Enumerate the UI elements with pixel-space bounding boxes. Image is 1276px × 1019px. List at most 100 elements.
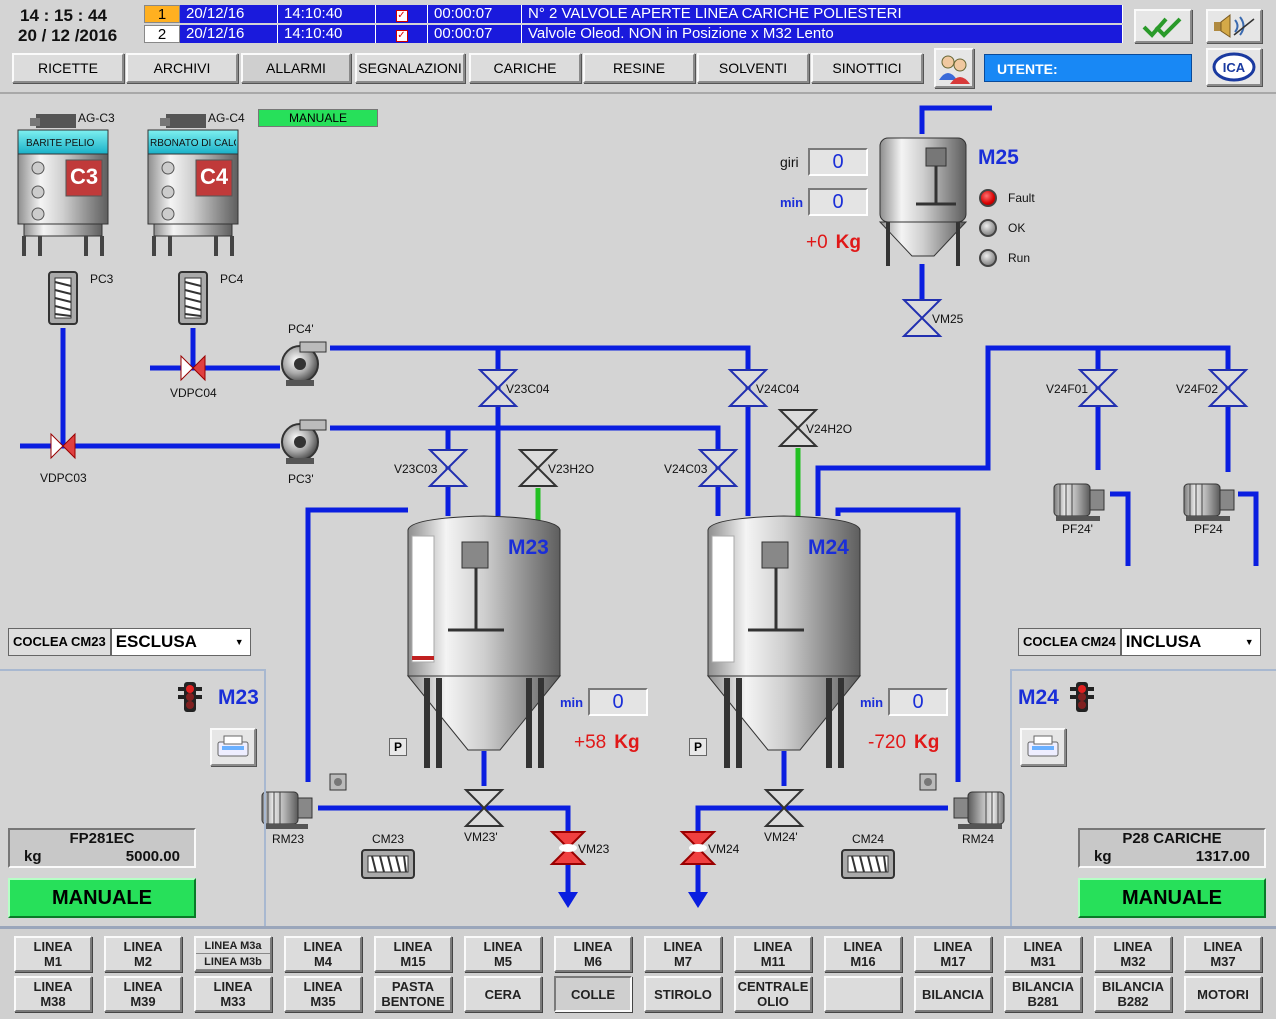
silo-c3-tag: C3	[69, 164, 99, 189]
line-button-cera[interactable]: CERA	[464, 976, 542, 1012]
acknowledge-all-button[interactable]	[1134, 9, 1192, 43]
line-button-bilancia[interactable]: BILANCIA	[914, 976, 992, 1012]
coclea-cm24-value[interactable]: INCLUSA▼	[1120, 628, 1261, 656]
silo-c3[interactable]	[17, 114, 109, 256]
line-button-text: BENTONE	[381, 994, 445, 1009]
line-button-text: LINEA	[483, 939, 523, 954]
line-button-text: LINEA	[933, 939, 973, 954]
valve-vdpc04[interactable]	[180, 354, 206, 382]
ica-logo-icon: ICA	[1212, 52, 1256, 82]
coclea-cm23-value-text: ESCLUSA	[115, 632, 197, 651]
user-field[interactable]: UTENTE:	[984, 54, 1192, 82]
coclea-cm23-select[interactable]: COCLEA CM23 ESCLUSA ▼	[8, 628, 251, 656]
valve-v24h2o[interactable]	[777, 409, 819, 447]
alarm-list[interactable]: 1 20/12/16 14:10:40 ✓ 00:00:07 N° 2 VALV…	[144, 5, 1123, 45]
tank-m23[interactable]	[406, 515, 562, 768]
valve-v23h2o[interactable]	[517, 449, 559, 487]
line-button-text: BILANCIA	[1101, 979, 1165, 994]
coclea-cm23-value[interactable]: ESCLUSA ▼	[110, 628, 251, 656]
m25-ok-indicator	[979, 219, 997, 237]
line-button-part[interactable]: LINEA M3a	[196, 938, 270, 954]
silo-c4-tag: C4	[199, 164, 229, 189]
valve-vm24p[interactable]	[763, 789, 805, 827]
valve-vm23[interactable]	[549, 831, 587, 865]
silence-alarm-button[interactable]	[1206, 9, 1262, 43]
silo-c4-material: RBONATO DI CALC	[150, 138, 236, 149]
m23-min-value[interactable]: 0	[588, 688, 648, 716]
nav-archivi-button[interactable]: ARCHIVI	[126, 53, 238, 83]
users-button[interactable]	[934, 48, 974, 88]
manual-mode-indicator[interactable]: MANUALE	[258, 109, 378, 127]
valve-vm24[interactable]	[679, 831, 717, 865]
alarm-row[interactable]: 1 20/12/16 14:10:40 ✓ 00:00:07 N° 2 VALV…	[144, 5, 1123, 23]
tank-m25[interactable]	[878, 137, 968, 266]
header: 14 : 15 : 44 20 / 12 /2016 1 20/12/16 14…	[0, 0, 1276, 94]
alarm-ack-checkbox[interactable]: ✓	[376, 25, 428, 43]
alarm-row[interactable]: 2 20/12/16 14:10:40 ✓ 00:00:07 Valvole O…	[144, 25, 1123, 43]
m23-p-button[interactable]: P	[389, 738, 407, 756]
line-button-colle[interactable]: COLLE	[554, 976, 632, 1012]
m23-print-button[interactable]	[210, 728, 256, 766]
silo-c4[interactable]	[147, 114, 239, 256]
line-button-text: M15	[400, 954, 426, 969]
m24-p-button[interactable]: P	[689, 738, 707, 756]
line-button-part[interactable]: LINEA M3b	[196, 954, 270, 970]
m24-min-value[interactable]: 0	[888, 688, 948, 716]
valve-vm23p[interactable]	[463, 789, 505, 827]
nav-sinottici-button[interactable]: SINOTTICI	[811, 53, 923, 83]
coclea-cm24-select[interactable]: COCLEA CM24 INCLUSA▼	[1018, 628, 1261, 656]
m24-product-name: P28 CARICHE	[1122, 830, 1222, 847]
company-logo-button[interactable]: ICA	[1206, 48, 1262, 86]
nav-solventi-button[interactable]: SOLVENTI	[697, 53, 809, 83]
line-button-empty[interactable]	[824, 976, 902, 1012]
nav-resine-button[interactable]: RESINE	[583, 53, 695, 83]
line-button-text: LINEA	[213, 979, 253, 994]
m24-print-button[interactable]	[1020, 728, 1066, 766]
valve-vdpc03[interactable]	[50, 432, 76, 460]
traffic-light-icon	[178, 682, 202, 712]
pump-pf24-icon	[1183, 483, 1235, 522]
line-button-motori[interactable]: MOTORI	[1184, 976, 1262, 1012]
line-selector-panel	[0, 926, 1276, 1019]
nav-segnalazioni-button[interactable]: SEGNALAZIONI	[355, 53, 465, 83]
nav-cariche-button[interactable]: CARICHE	[469, 53, 581, 83]
alarm-ack-checkbox[interactable]: ✓	[376, 5, 428, 23]
m23-mode-button[interactable]: MANUALE	[8, 878, 196, 918]
m25-min-value[interactable]: 0	[808, 188, 868, 216]
alarm-message: Valvole Oleod. NON in Posizione x M32 Le…	[522, 25, 1123, 43]
m24-mode-button[interactable]: MANUALE	[1078, 878, 1266, 918]
coclea-cm23-label: COCLEA CM23	[8, 628, 111, 656]
chevron-down-icon[interactable]: ▼	[234, 637, 244, 647]
tank-m24[interactable]	[706, 515, 862, 768]
chevron-down-icon[interactable]: ▼	[1244, 637, 1254, 647]
tank-m23-name: M23	[508, 536, 549, 559]
line-button-stirolo[interactable]: STIROLO	[644, 976, 722, 1012]
line-button-text: M5	[493, 954, 513, 969]
nav-ricette-button[interactable]: RICETTE	[12, 53, 124, 83]
m25-run-label: Run	[1008, 251, 1031, 265]
nav-allarmi-button[interactable]: ALLARMI	[241, 53, 351, 83]
